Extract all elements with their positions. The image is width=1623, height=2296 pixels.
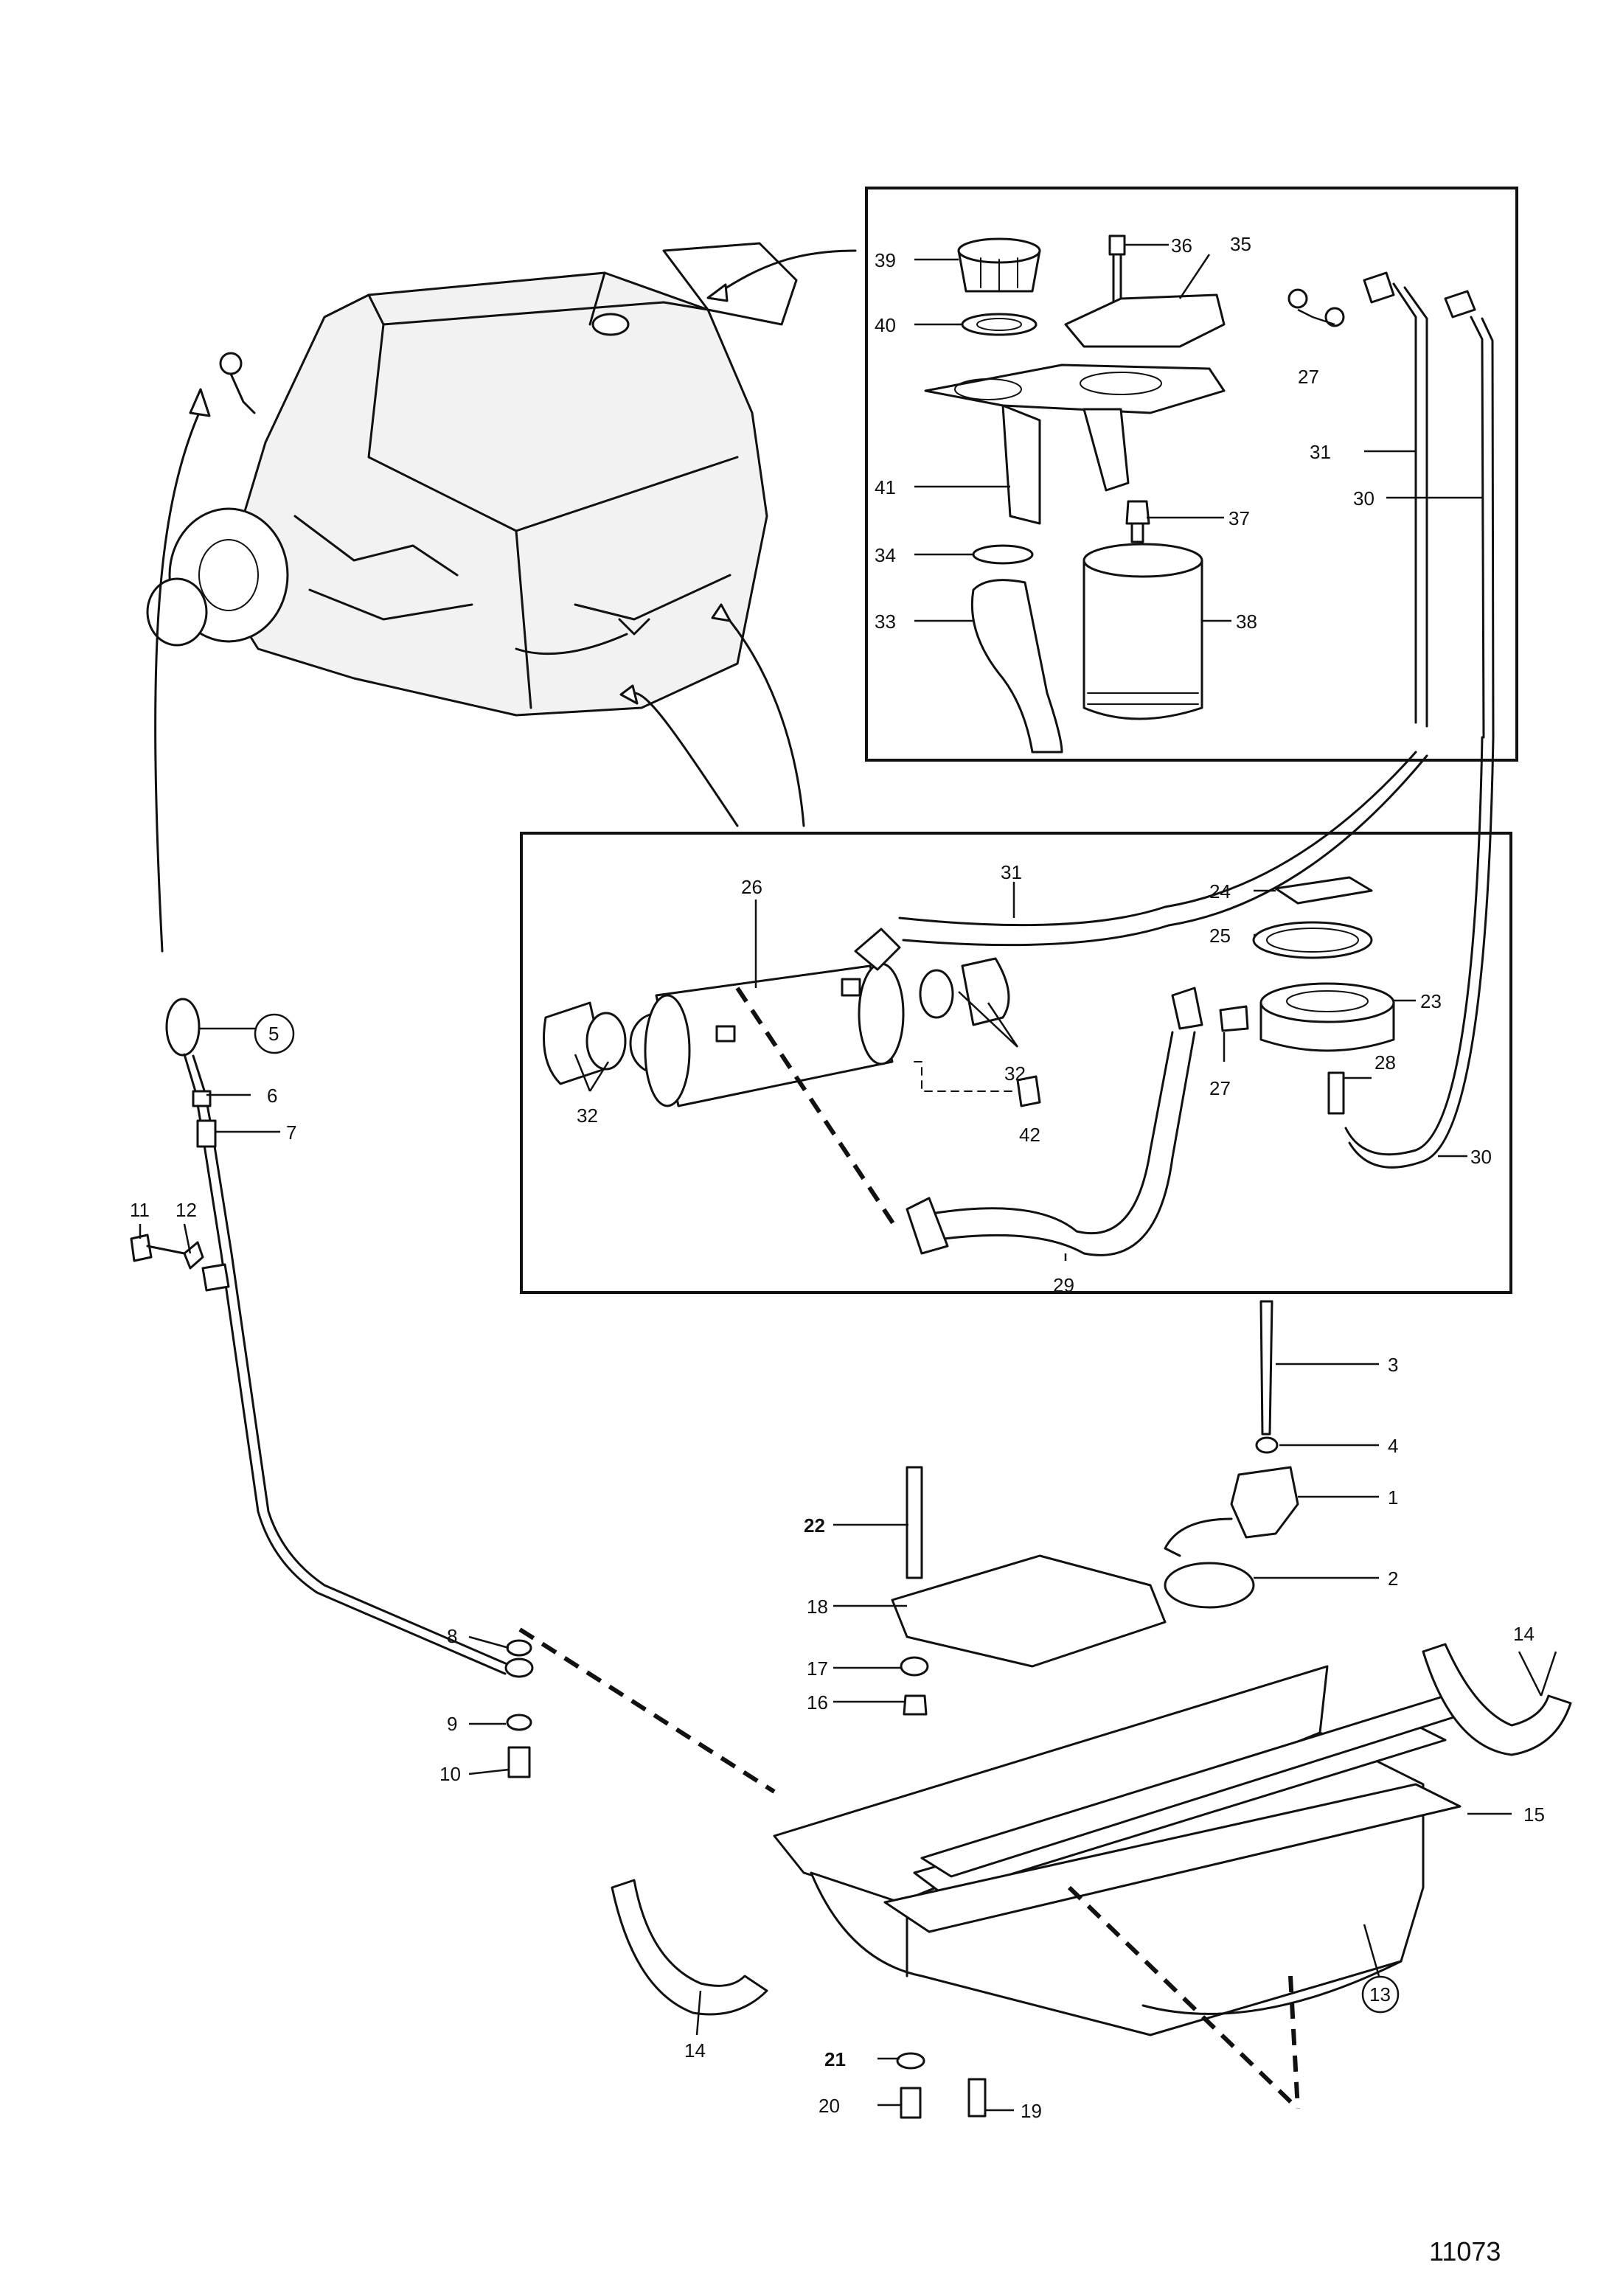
label-4: 4 bbox=[1388, 1435, 1398, 1457]
label-30-top: 30 bbox=[1353, 487, 1374, 509]
cooler-end-cap-right bbox=[961, 957, 1010, 1026]
label-41: 41 bbox=[875, 476, 896, 498]
label-18: 18 bbox=[807, 1596, 828, 1618]
label-22: 22 bbox=[804, 1514, 825, 1537]
pan-strap-right bbox=[1422, 1643, 1572, 1756]
oil-filler-cap bbox=[957, 237, 1041, 293]
label-2: 2 bbox=[1388, 1568, 1398, 1590]
label-35: 35 bbox=[1230, 233, 1251, 255]
oil-pump-body bbox=[1164, 1466, 1299, 1557]
inset-oil-cooler-frame bbox=[520, 832, 1512, 1294]
label-39: 39 bbox=[875, 249, 896, 271]
label-27-mid: 27 bbox=[1209, 1077, 1231, 1099]
hose-clamp bbox=[972, 544, 1034, 565]
label-7: 7 bbox=[286, 1121, 296, 1144]
filter-adapter bbox=[1259, 982, 1395, 1052]
label-13: 13 bbox=[1369, 1983, 1391, 2005]
label-19: 19 bbox=[1021, 2100, 1042, 2122]
pan-strap-left bbox=[611, 1879, 768, 2016]
label-42: 42 bbox=[1019, 1124, 1040, 1146]
filter-cover bbox=[1064, 293, 1226, 348]
baffle-plate bbox=[891, 1554, 1167, 1668]
label-25: 25 bbox=[1209, 925, 1231, 947]
hose bbox=[970, 579, 1063, 754]
label-33: 33 bbox=[875, 610, 896, 633]
label-9: 9 bbox=[447, 1713, 457, 1735]
label-5-circle bbox=[254, 1013, 295, 1054]
label-38: 38 bbox=[1236, 610, 1257, 633]
label-15: 15 bbox=[1523, 1803, 1545, 1826]
label-32-right: 32 bbox=[1004, 1062, 1026, 1085]
pickup-tube bbox=[1259, 1300, 1273, 1436]
stud bbox=[906, 1466, 923, 1579]
part-labels: 39 40 41 34 33 36 35 37 38 27 31 30 26 3… bbox=[130, 233, 1545, 2267]
label-31-top: 31 bbox=[1310, 441, 1331, 463]
figure-number: 11073 bbox=[1429, 2236, 1501, 2267]
label-11: 11 bbox=[130, 1199, 150, 1221]
label-40: 40 bbox=[875, 314, 896, 336]
label-30-mid: 30 bbox=[1470, 1146, 1492, 1168]
adapter-gasket bbox=[1274, 876, 1373, 905]
label-17: 17 bbox=[807, 1657, 828, 1680]
oil-cooler bbox=[644, 962, 905, 1107]
label-28: 28 bbox=[1374, 1051, 1396, 1074]
oil-pan bbox=[773, 1665, 1425, 2036]
label-34: 34 bbox=[875, 544, 896, 566]
label-32-left: 32 bbox=[577, 1104, 598, 1127]
label-5: 5 bbox=[268, 1023, 279, 1045]
filter-bracket bbox=[924, 363, 1226, 525]
label-6: 6 bbox=[267, 1085, 277, 1107]
label-21: 21 bbox=[824, 2048, 846, 2070]
dipstick bbox=[165, 998, 510, 1675]
cap-gasket bbox=[961, 313, 1038, 336]
label-36: 36 bbox=[1171, 234, 1192, 257]
label-8: 8 bbox=[447, 1625, 457, 1647]
label-31-mid: 31 bbox=[1001, 861, 1022, 883]
cooler-end-cap-left bbox=[543, 1001, 606, 1085]
label-23: 23 bbox=[1420, 990, 1442, 1012]
label-26: 26 bbox=[741, 876, 762, 898]
pickup-strainer bbox=[1164, 1562, 1255, 1609]
filter-nipple bbox=[1125, 500, 1150, 543]
label-14-left: 14 bbox=[684, 2039, 706, 2062]
label-3: 3 bbox=[1388, 1354, 1398, 1376]
label-20: 20 bbox=[819, 2095, 840, 2117]
label-16: 16 bbox=[807, 1691, 828, 1714]
engine-illustration bbox=[146, 242, 798, 717]
label-24: 24 bbox=[1209, 880, 1231, 902]
inset-oil-filter-frame bbox=[865, 187, 1518, 762]
oil-filter bbox=[1082, 543, 1203, 720]
pan-gasket-rear bbox=[883, 1783, 1462, 1933]
label-12: 12 bbox=[175, 1199, 197, 1221]
label-1: 1 bbox=[1388, 1486, 1398, 1509]
label-14-right: 14 bbox=[1513, 1623, 1535, 1645]
dipstick-arrow bbox=[154, 411, 201, 953]
label-29: 29 bbox=[1053, 1274, 1074, 1296]
label-27-top: 27 bbox=[1298, 366, 1319, 388]
label-37: 37 bbox=[1228, 507, 1250, 529]
label-10: 10 bbox=[439, 1763, 461, 1785]
label-13-circle bbox=[1361, 1975, 1400, 2014]
